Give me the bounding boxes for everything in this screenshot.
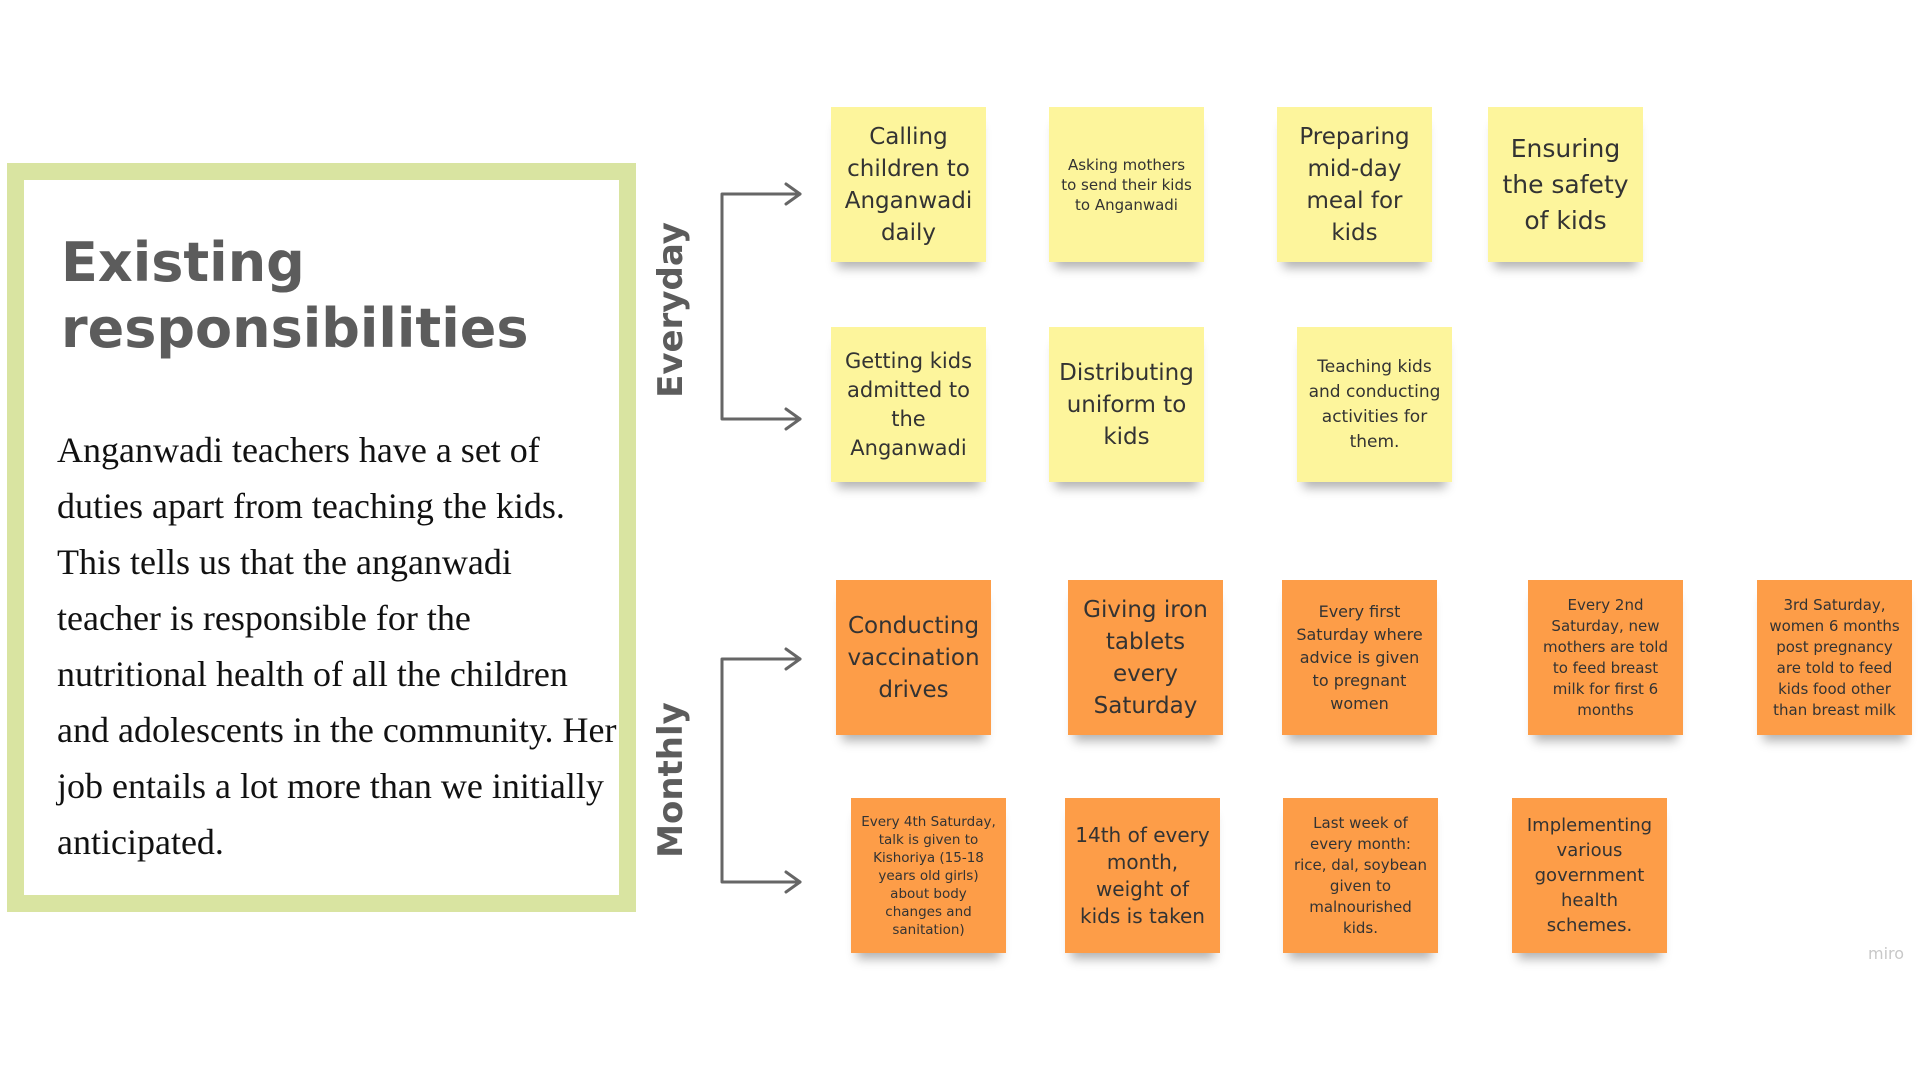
sticky-note[interactable]: Distributing uniform to kids <box>1049 327 1204 482</box>
sticky-note[interactable]: Calling children to Anganwadi daily <box>831 107 986 262</box>
sticky-note[interactable]: 3rd Saturday, women 6 months post pregna… <box>1757 580 1912 735</box>
sticky-note[interactable]: Implementing various government health s… <box>1512 798 1667 953</box>
miro-watermark: miro <box>1868 944 1905 963</box>
title-line-1: Existing <box>61 231 305 294</box>
everyday-arrow-icons <box>784 182 802 431</box>
sticky-note[interactable]: Every first Saturday where advice is giv… <box>1282 580 1437 735</box>
sticky-note[interactable]: Asking mothers to send their kids to Ang… <box>1049 107 1204 262</box>
sticky-note[interactable]: Getting kids admitted to the Anganwadi <box>831 327 986 482</box>
sticky-note[interactable]: 14th of every month, weight of kids is t… <box>1065 798 1220 953</box>
monthly-bracket <box>720 657 802 884</box>
sticky-note[interactable]: Last week of every month: rice, dal, soy… <box>1283 798 1438 953</box>
sticky-note[interactable]: Every 2nd Saturday, new mothers are told… <box>1528 580 1683 735</box>
sticky-note[interactable]: Every 4th Saturday, talk is given to Kis… <box>851 798 1006 953</box>
sticky-note[interactable]: Teaching kids and conducting activities … <box>1297 327 1452 482</box>
sticky-note[interactable]: Ensuring the safety of kids <box>1488 107 1643 262</box>
sticky-note[interactable]: Preparing mid-day meal for kids <box>1277 107 1432 262</box>
everyday-bracket <box>720 192 802 421</box>
sticky-note[interactable]: Conducting vaccination drives <box>836 580 991 735</box>
sticky-note[interactable]: Giving iron tablets every Saturday <box>1068 580 1223 735</box>
panel-body: Anganwadi teachers have a set of duties … <box>57 430 617 862</box>
title-line-2: responsibilities <box>61 297 529 360</box>
monthly-arrow-icons <box>784 647 802 894</box>
